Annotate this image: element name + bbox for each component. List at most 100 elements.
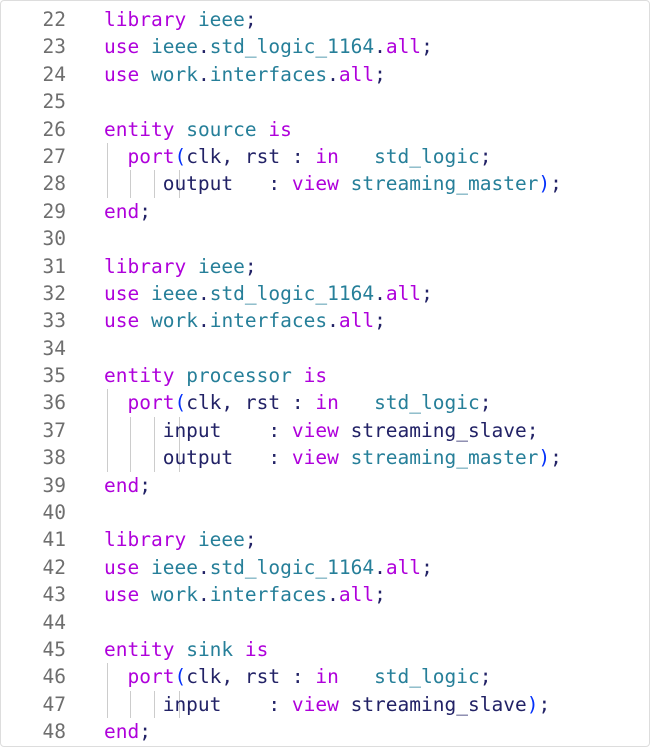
code-token: ;: [479, 665, 492, 689]
line-number: 37: [42, 418, 66, 442]
code-line[interactable]: 47 input : view streaming_slave);: [1, 690, 649, 719]
line-code[interactable]: library ieee;: [104, 526, 257, 553]
line-code[interactable]: end;: [104, 718, 151, 745]
code-line[interactable]: 39 end;: [1, 472, 649, 499]
code-line[interactable]: 34: [1, 335, 649, 362]
code-token: end: [104, 199, 140, 223]
code-token: end: [104, 473, 140, 497]
line-code[interactable]: use work.interfaces.all;: [104, 307, 386, 334]
code-token: library: [104, 8, 187, 31]
line-code[interactable]: port(clk, rst : in std_logic;: [104, 663, 491, 690]
code-token: [339, 446, 351, 469]
code-line[interactable]: 38 output : view streaming_master);: [1, 444, 649, 472]
code-line[interactable]: 40: [1, 499, 649, 526]
code-token: ieee: [197, 528, 245, 552]
code-token: [139, 556, 151, 579]
code-token: ;: [479, 391, 492, 415]
code-token: clk, rst :: [186, 391, 316, 415]
line-code[interactable]: entity source is: [104, 116, 292, 143]
code-line[interactable]: 43 use work.interfaces.all;: [1, 581, 649, 608]
code-token: :: [221, 692, 292, 716]
indent-guide: [154, 444, 155, 472]
line-number: 40: [42, 501, 66, 525]
code-token: interfaces: [209, 583, 328, 607]
code-token: [186, 528, 198, 551]
line-number: 39: [42, 473, 66, 497]
code-line[interactable]: 36 port(clk, rst : in std_logic;: [1, 389, 649, 417]
code-token: .: [197, 309, 210, 333]
code-line[interactable]: 37 input : view streaming_slave;: [1, 416, 649, 445]
line-code[interactable]: port(clk, rst : in std_logic;: [104, 389, 491, 416]
code-token: streaming_slave: [350, 418, 527, 442]
code-line[interactable]: 46 port(clk, rst : in std_logic;: [1, 663, 649, 691]
line-code[interactable]: use work.interfaces.all;: [104, 581, 386, 608]
code-token: ;: [374, 62, 386, 86]
line-code[interactable]: output : view streaming_master);: [104, 170, 562, 197]
code-token: [139, 282, 151, 305]
code-line[interactable]: 27 port(clk, rst : in std_logic;: [1, 142, 649, 171]
code-token: .: [327, 62, 339, 86]
code-token: [104, 391, 127, 414]
line-number: 29: [42, 199, 66, 223]
indent-guide: [107, 170, 108, 198]
line-code[interactable]: output : view streaming_master);: [104, 444, 562, 471]
line-code[interactable]: library ieee;: [104, 6, 257, 33]
indent-guide: [107, 416, 108, 445]
line-code[interactable]: entity processor is: [104, 362, 327, 389]
code-token: (: [174, 391, 187, 415]
code-line[interactable]: 30: [1, 225, 649, 252]
code-token: [339, 172, 351, 195]
line-code[interactable]: use work.interfaces.all;: [104, 61, 386, 88]
code-token: [174, 638, 186, 661]
line-number: 30: [42, 227, 66, 251]
code-token: ): [526, 692, 539, 716]
line-number: 38: [42, 446, 66, 470]
code-token: clk, rst :: [186, 665, 316, 689]
line-code[interactable]: end;: [104, 472, 151, 499]
code-token: [104, 419, 163, 442]
indent-guide: [130, 416, 131, 445]
line-code[interactable]: input : view streaming_slave);: [104, 691, 550, 718]
code-token: [104, 172, 163, 195]
code-token: std_logic: [374, 391, 480, 415]
code-line[interactable]: 44: [1, 609, 649, 636]
code-token: std_logic_1164: [209, 281, 375, 305]
line-code[interactable]: port(clk, rst : in std_logic;: [104, 143, 491, 170]
code-token: ;: [139, 720, 151, 744]
line-number: 36: [42, 391, 66, 415]
code-token: .: [327, 309, 339, 333]
line-code[interactable]: use ieee.std_logic_1164.all;: [104, 280, 433, 307]
code-line[interactable]: 25: [1, 88, 649, 115]
code-token: is: [244, 637, 269, 661]
code-token: is: [268, 117, 292, 141]
line-code[interactable]: entity sink is: [104, 636, 268, 663]
code-token: [139, 35, 151, 58]
line-code[interactable]: library ieee;: [104, 253, 257, 280]
code-token: [292, 364, 304, 387]
line-code[interactable]: use ieee.std_logic_1164.all;: [104, 554, 433, 581]
code-token: ieee: [150, 35, 198, 59]
line-code[interactable]: end;: [104, 198, 151, 225]
code-line[interactable]: 29 end;: [1, 198, 649, 225]
indent-guide: [107, 663, 108, 691]
line-number: 43: [42, 583, 66, 607]
indent-guide: [179, 444, 180, 472]
line-code[interactable]: use ieee.std_logic_1164.all;: [104, 33, 433, 60]
code-token: clk, rst :: [186, 144, 316, 168]
line-code[interactable]: input : view streaming_slave;: [104, 417, 539, 444]
code-line[interactable]: 28 output : view streaming_master);: [1, 170, 649, 198]
